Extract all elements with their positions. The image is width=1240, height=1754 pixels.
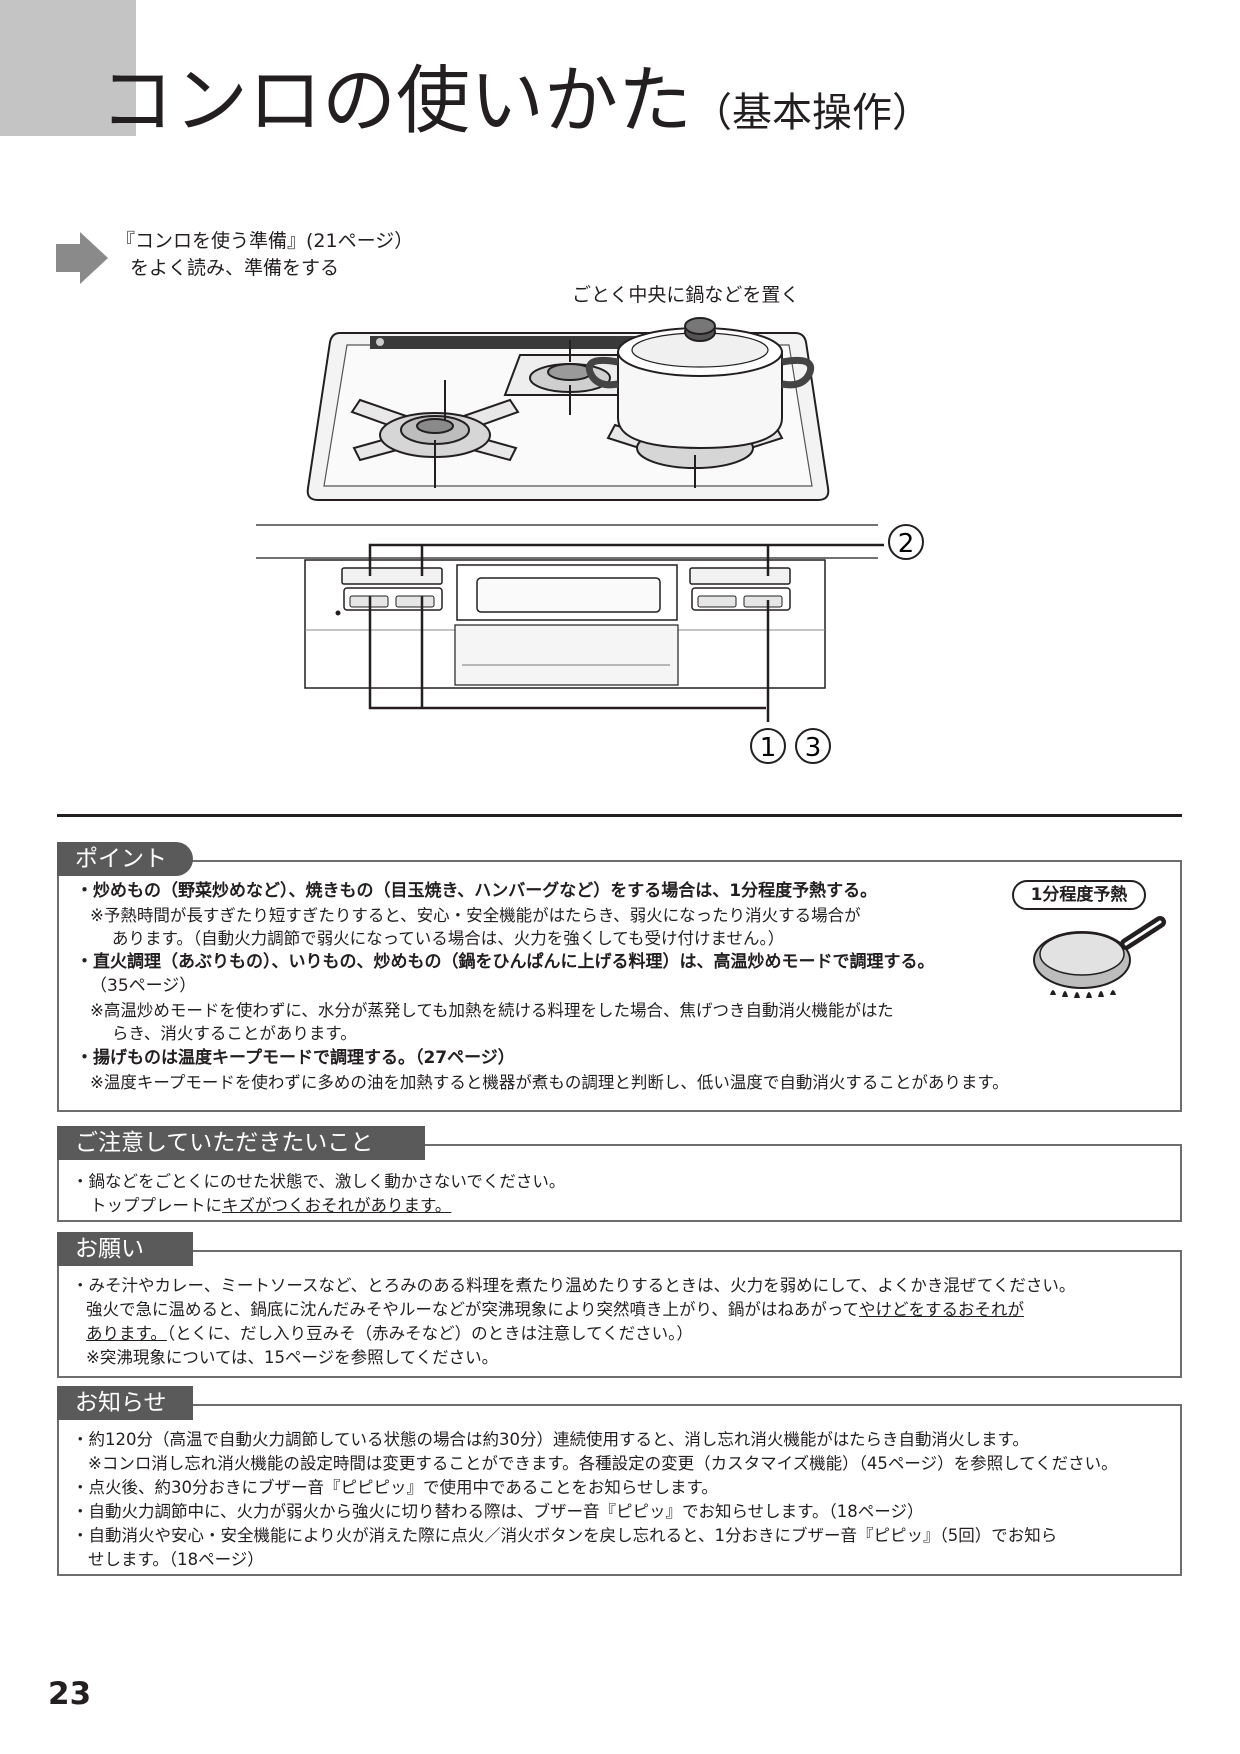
request-line-2: 強火で急に温めると、鍋底に沈んだみそやルーなどが突沸現象により突然噴き上がり、鍋… — [86, 1298, 1024, 1321]
point-line-7: らき、消火することがあります。 — [112, 1024, 357, 1043]
left-burner — [350, 380, 520, 488]
callout-2-text: 2 — [898, 529, 915, 559]
stove-illustration: 2 1 3 — [256, 317, 924, 764]
point-line-2: ※予熱時間が長すぎたり短すぎたりすると、安心・安全機能がはたらき、弱火になったり… — [90, 906, 861, 925]
caution-label: ご注意していただきたいこと — [57, 1126, 425, 1160]
notice-line-2: ※コンロ消し忘れ消火機能の設定時間は変更することができます。各種設定の変更（カス… — [88, 1454, 1118, 1473]
point-label: ポイント — [75, 846, 167, 872]
page-number: 23 — [48, 1676, 92, 1712]
request-line-3-underlined: あります。 — [86, 1324, 167, 1343]
caution-line-2-text: トッププレートに — [90, 1196, 222, 1215]
callout-3-circle — [795, 728, 831, 764]
caution-line-2-underlined: キズがつくおそれがあります。 — [222, 1196, 452, 1215]
caution-line-2: トッププレートにキズがつくおそれがあります。 — [90, 1194, 451, 1217]
callout-1-text: 1 — [760, 733, 777, 763]
notice-line-4: ・自動火力調節中に、火力が弱火から強火に切り替わる際は、ブザー音『ピピッ』でお知… — [72, 1502, 924, 1521]
point-box — [57, 860, 1182, 1112]
section-divider — [57, 814, 1182, 817]
request-box — [57, 1250, 1182, 1378]
callout-1-circle — [750, 728, 786, 764]
request-line-3: あります。（とくに、だし入り豆みそ（赤みそなど）のときは注意してください。） — [86, 1322, 693, 1345]
page-title-main: コンロの使いかた — [100, 58, 692, 144]
prep-note-line2: をよく読み、準備をする — [130, 257, 340, 279]
point-label-bg — [57, 842, 193, 876]
notice-line-6: せします。（18ページ） — [88, 1550, 264, 1569]
point-line-4: ・直火調理（あぶりもの）、いりもの、炒めもの（鍋をひんぱんに上げる料理）は、高温… — [76, 952, 935, 972]
pot-icon — [585, 317, 815, 450]
page-title-sub: （基本操作） — [692, 90, 932, 136]
request-label: お願い — [57, 1232, 193, 1266]
caution-line-1: ・鍋などをごとくにのせた状態で、激しく動かさないでください。 — [72, 1172, 566, 1191]
point-line-1: ・炒めもの（野菜炒めなど）、焼きもの（目玉焼き、ハンバーグなど）をする場合は、1… — [76, 881, 878, 901]
callout-2-circle — [888, 524, 924, 560]
point-line-3: あります。（自動火力調節で弱火になっている場合は、火力を強くしても受け付けません… — [112, 929, 785, 948]
notice-label: お知らせ — [57, 1386, 193, 1420]
callout-3-text: 3 — [805, 733, 822, 763]
notice-box — [57, 1404, 1182, 1576]
notice-line-1: ・約120分（高温で自動火力調節している状態の場合は約30分）連続使用すると、消… — [72, 1430, 1029, 1449]
leader-lines — [368, 543, 884, 722]
request-line-2-text: 強火で急に温めると、鍋底に沈んだみそやルーなどが突沸現象により突然噴き上がり、鍋… — [86, 1300, 860, 1319]
notice-line-3: ・点火後、約30分おきにブザー音『ピピピッ』で使用中であることをお知らせします。 — [72, 1478, 718, 1497]
point-line-8: ・揚げものは温度キープモードで調理する。（27ページ） — [76, 1048, 515, 1068]
frying-pan-icon — [1033, 916, 1166, 998]
request-line-3-text: （とくに、だし入り豆みそ（赤みそなど）のときは注意してください。） — [166, 1324, 693, 1343]
prep-note: 『コンロを使う準備』(21ページ） をよく読み、準備をする — [116, 228, 413, 282]
point-line-5: （35ページ） — [90, 976, 197, 996]
point-line-6: ※高温炒めモードを使わずに、水分が蒸発しても加熱を続ける料理をした場合、焦げつき… — [90, 1001, 894, 1020]
request-line-1: ・みそ汁やカレー、ミートソースなど、とろみのある料理を煮たり温めたりするときは、… — [72, 1276, 1076, 1295]
pan-placement-label: ごとく中央に鍋などを置く — [572, 284, 800, 306]
arrow-right-icon — [56, 232, 108, 284]
corner-tab — [0, 0, 136, 136]
caution-box — [57, 1144, 1182, 1222]
prep-note-line1: 『コンロを使う準備』(21ページ） — [116, 230, 414, 252]
request-line-2-underlined: やけどをするおそれが — [859, 1300, 1025, 1319]
page-title: コンロの使いかた（基本操作） — [100, 56, 932, 158]
preheat-badge: 1分程度予熱 — [1012, 880, 1146, 910]
point-line-9: ※温度キープモードを使わずに多めの油を加熱すると機器が煮もの調理と判断し、低い温… — [90, 1073, 1009, 1092]
request-line-4: ※突沸現象については、15ページを参照してください。 — [86, 1348, 499, 1367]
notice-line-5: ・自動消火や安心・安全機能により火が消えた際に点火／消火ボタンを戻し忘れると、1… — [72, 1526, 1058, 1545]
